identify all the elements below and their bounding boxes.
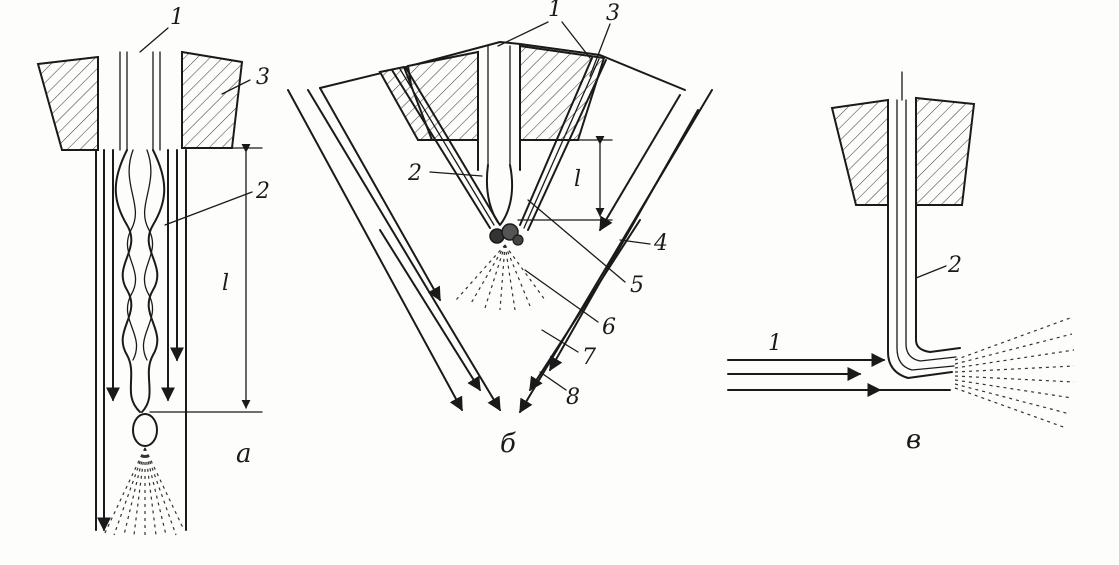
leader-b-6 (524, 269, 599, 323)
spray-c (954, 317, 1075, 429)
leader-b-2 (429, 171, 483, 177)
leader-b-4 (619, 239, 651, 245)
diagram-a: l 1 2 3 а (36, 5, 270, 536)
nozzle-block-c-left (830, 98, 889, 206)
spray-a (103, 447, 185, 536)
nozzle-bore-b (477, 45, 521, 171)
nozzle-block-a-right (181, 50, 244, 149)
leader-b-8 (539, 371, 567, 391)
leader-b-1a (497, 21, 549, 47)
liquid-tip-b (485, 164, 514, 226)
callout-b-3: 3 (606, 1, 620, 26)
spray-b (455, 244, 546, 311)
nozzle-side-wall-b (378, 65, 434, 141)
callout-b-6: 6 (602, 315, 616, 340)
leader-c-2 (915, 265, 947, 279)
leader-b-5 (527, 199, 626, 283)
caption-a: а (236, 439, 252, 469)
callout-b-5: 5 (630, 273, 644, 298)
gas-flow-a (95, 149, 187, 532)
callout-b-1: 1 (548, 0, 562, 22)
dimension-l-b (517, 135, 613, 221)
callout-b-4: 4 (653, 231, 668, 256)
nozzle-bore-a (97, 51, 183, 151)
droplet-a (132, 413, 158, 447)
diagram-b: l 1 2 3 4 5 6 7 8 б (287, 0, 713, 459)
droplets-b (489, 223, 524, 246)
liquid-jet-a (114, 149, 166, 413)
callout-c-2: 2 (947, 253, 962, 278)
callout-a-2: 2 (255, 179, 270, 204)
callout-a-1: 1 (170, 5, 184, 30)
leader-b-1b (561, 21, 591, 59)
leader-a-1 (139, 27, 169, 53)
dimension-label-a: l (222, 271, 229, 296)
caption-b: б (500, 429, 516, 459)
leader-a-3 (221, 79, 251, 95)
dimension-l-a (149, 143, 263, 413)
callout-a-3: 3 (256, 65, 270, 90)
nozzle-housing-b (319, 41, 686, 91)
leader-b-7 (541, 329, 579, 353)
liquid-jet-c (887, 71, 961, 379)
leader-a-2 (164, 191, 253, 226)
gas-flow-c (727, 353, 951, 397)
dimension-label-b: l (574, 167, 581, 192)
leader-b-3 (589, 23, 611, 77)
callout-b-8: 8 (566, 385, 580, 410)
diagram-c: 1 2 в (727, 71, 1075, 455)
nozzle-block-a-left (36, 55, 99, 151)
callout-c-1: 1 (768, 331, 782, 356)
callout-b-2: 2 (407, 161, 422, 186)
caption-c: в (906, 425, 921, 455)
gas-channels-b (391, 57, 607, 231)
callout-b-7: 7 (582, 345, 596, 370)
nozzle-block-c-right (915, 96, 976, 206)
